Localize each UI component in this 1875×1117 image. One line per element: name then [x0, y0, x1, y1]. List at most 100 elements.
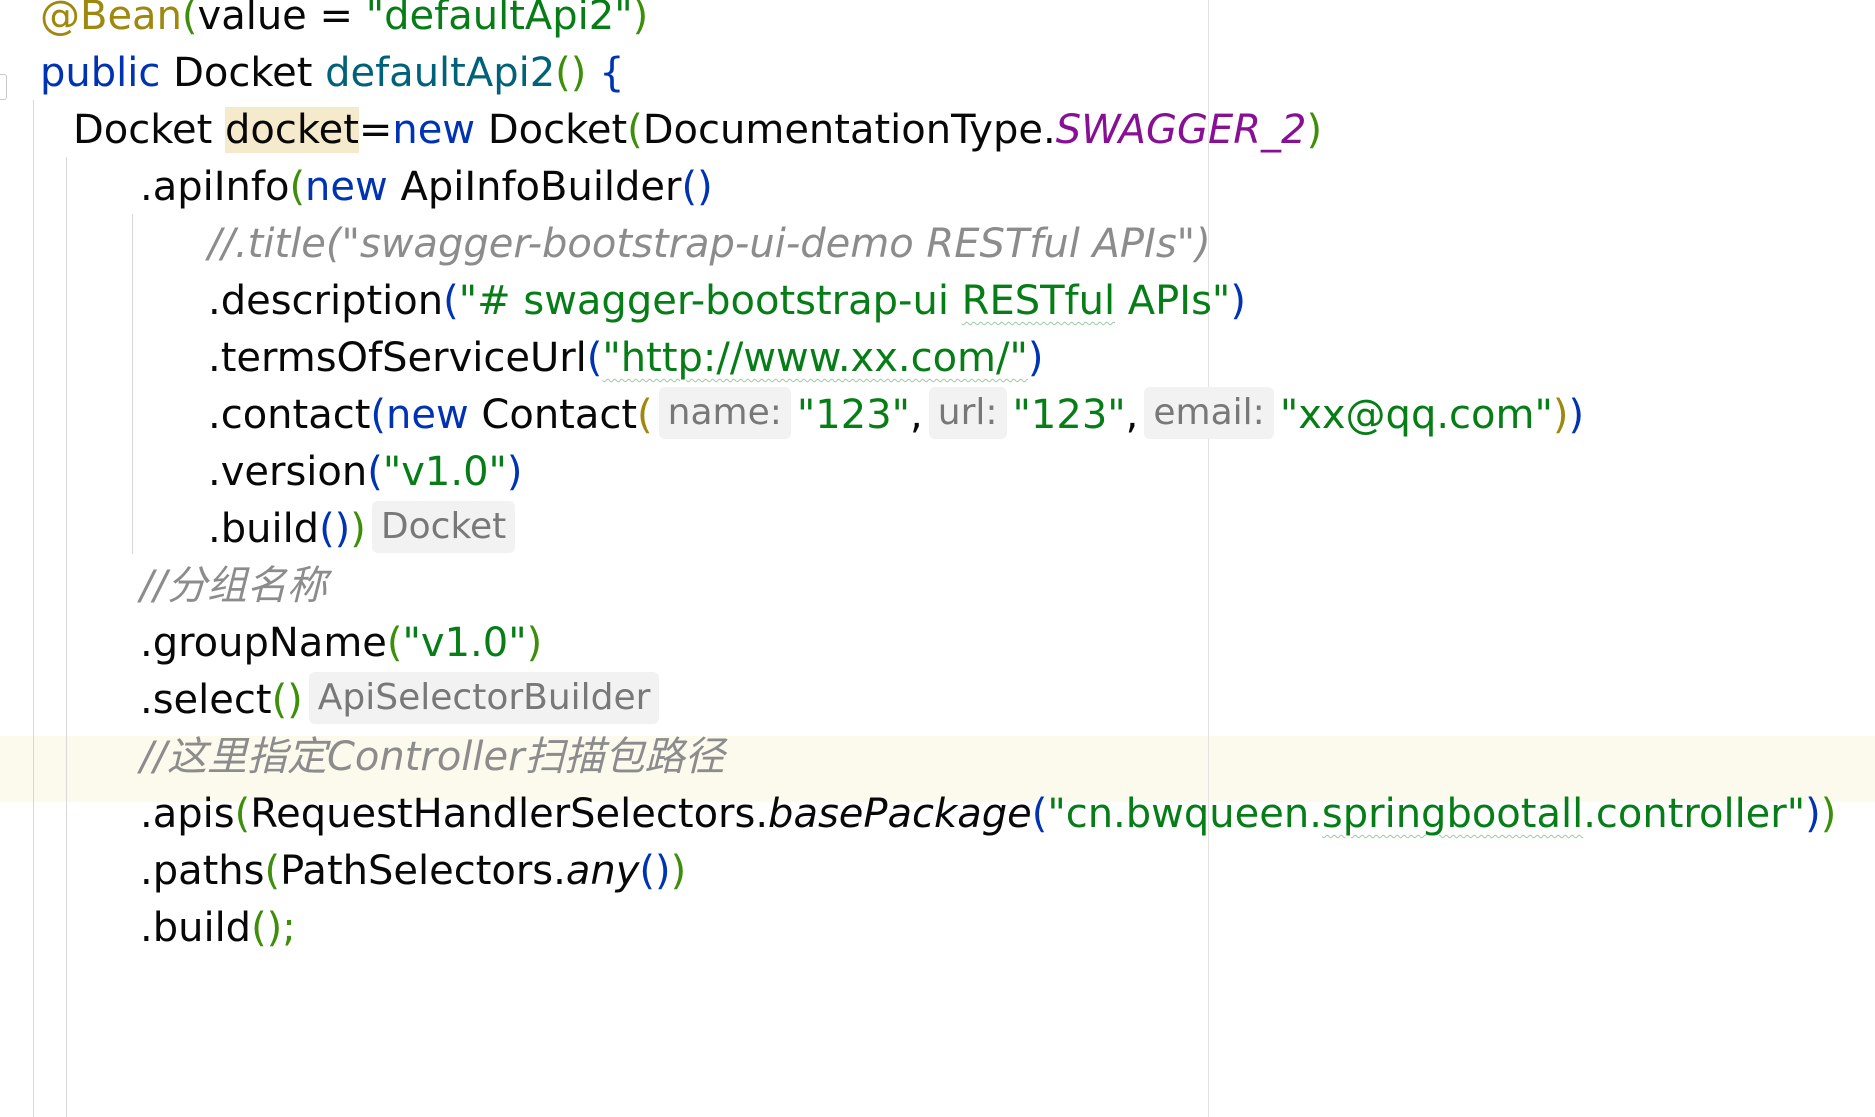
- method-call-token: .select: [140, 677, 272, 723]
- paren-token: ): [1805, 791, 1821, 837]
- indent-guide-level-1: [33, 100, 34, 1117]
- code-line-terms-of-service[interactable]: .termsOfServiceUrl("http://www.xx.com/"): [208, 324, 1044, 392]
- code-line-paths[interactable]: .paths(PathSelectors.any()): [140, 837, 686, 905]
- method-call-token: .build: [208, 506, 320, 552]
- paren-token: ): [1027, 335, 1044, 381]
- method-call-token: .groupName: [140, 620, 387, 666]
- variable-docket-token[interactable]: docket: [225, 107, 359, 153]
- constructor-token: ApiInfoBuilder: [400, 164, 682, 210]
- code-line-group-name[interactable]: .groupName("v1.0"): [140, 609, 542, 677]
- paren-token: (: [234, 791, 251, 837]
- paren-token: (: [386, 620, 403, 666]
- string-token: "v1.0": [402, 620, 527, 666]
- string-token: .controller": [1583, 791, 1806, 837]
- static-method-token: any: [565, 848, 640, 894]
- string-token: "xx@qq.com": [1279, 392, 1553, 438]
- inlay-hint-return-type: Docket: [371, 501, 516, 553]
- paren-token: (: [627, 107, 643, 153]
- paren-token: ();: [251, 905, 296, 951]
- string-token: "# swagger-bootstrap-ui: [458, 278, 962, 324]
- paren-token: (): [555, 50, 587, 96]
- code-line-description[interactable]: .description("# swagger-bootstrap-ui RES…: [208, 267, 1246, 335]
- fold-marker-icon[interactable]: [0, 74, 7, 100]
- code-line-comment-controller[interactable]: //这里指定Controller扫描包路径: [140, 723, 725, 791]
- method-call-token: .apiInfo: [140, 164, 290, 210]
- code-line-apiinfo[interactable]: .apiInfo(new ApiInfoBuilder(): [140, 153, 713, 221]
- inlay-hint-url: url:: [928, 387, 1007, 439]
- paren-token: (: [1031, 791, 1048, 837]
- code-line-contact[interactable]: .contact(new Contact(name:"123",url:"123…: [208, 381, 1584, 449]
- code-line-apis[interactable]: .apis(RequestHandlerSelectors.basePackag…: [140, 780, 1836, 848]
- paren-token: (: [289, 164, 306, 210]
- indent-guide-level-2: [66, 157, 67, 1117]
- keyword-token: public: [40, 50, 161, 96]
- comma-token: ,: [910, 392, 923, 438]
- paren-token: (: [367, 449, 383, 495]
- code-line-version[interactable]: .version("v1.0"): [208, 438, 523, 506]
- constructor-token: Docket: [487, 107, 628, 153]
- paren-token: (: [443, 278, 459, 324]
- code-line-docket-declaration[interactable]: Docket docket=new Docket(DocumentationTy…: [73, 96, 1322, 164]
- inlay-hint-name: name:: [658, 387, 791, 439]
- operator-token: =: [306, 0, 366, 39]
- code-line-build-final[interactable]: .build();: [140, 894, 296, 962]
- comment-token: //分组名称: [140, 563, 327, 609]
- paren-token: (): [319, 506, 351, 552]
- keyword-token: new: [392, 107, 476, 153]
- type-token: Docket: [73, 107, 213, 153]
- paren-token: ): [1306, 107, 1323, 153]
- paren-token: ): [632, 0, 649, 39]
- method-call-token: .build: [140, 905, 252, 951]
- paren-token: ): [1820, 791, 1837, 837]
- code-line-comment-title[interactable]: //.title("swagger-bootstrap-ui-demo REST…: [208, 210, 1211, 278]
- paren-token: ): [506, 449, 523, 495]
- inlay-hint-return-type: ApiSelectorBuilder: [308, 672, 660, 724]
- method-call-token: .termsOfServiceUrl: [208, 335, 587, 381]
- keyword-token: new: [386, 392, 469, 438]
- string-token: APIs": [1115, 278, 1231, 324]
- method-call-token: .apis: [140, 791, 235, 837]
- paren-token: (): [681, 164, 713, 210]
- paren-token: (): [639, 848, 671, 894]
- comma-token: ,: [1125, 392, 1139, 438]
- comment-token: //.title("swagger-bootstrap-ui-demo REST…: [208, 221, 1211, 267]
- annotation-token: @Bean: [40, 0, 182, 39]
- constructor-token: Contact: [481, 392, 638, 438]
- constant-token: SWAGGER_2: [1055, 107, 1307, 153]
- paren-token: ): [526, 620, 543, 666]
- paren-token: (: [264, 848, 281, 894]
- string-typo-token: springbootall: [1321, 791, 1584, 837]
- string-token: "defaultApi2": [365, 0, 633, 39]
- comment-token: //这里指定Controller扫描包路径: [140, 734, 725, 780]
- code-line-annotation[interactable]: @Bean(value = "defaultApi2"): [40, 0, 648, 50]
- code-line-select[interactable]: .select()ApiSelectorBuilder: [140, 666, 665, 734]
- string-token: "cn.bwqueen.: [1047, 791, 1322, 837]
- method-name-token: defaultApi2: [325, 50, 556, 96]
- code-line-build-apiinfo[interactable]: .build())Docket: [208, 495, 521, 563]
- code-line-comment-group[interactable]: //分组名称: [140, 552, 327, 620]
- method-call-token: .description: [208, 278, 444, 324]
- code-line-method-declaration[interactable]: public Docket defaultApi2() {: [40, 39, 625, 107]
- string-token: "v1.0": [382, 449, 507, 495]
- method-call-token: .version: [208, 449, 368, 495]
- static-method-token: basePackage: [768, 791, 1032, 837]
- current-line-highlight: [0, 736, 1875, 802]
- paren-token: ): [350, 506, 366, 552]
- string-token: "123": [1012, 392, 1126, 438]
- inlay-hint-email: email:: [1144, 387, 1274, 439]
- indent-guide-level-3: [132, 214, 133, 554]
- right-margin-guide: [1208, 0, 1209, 1117]
- keyword-token: new: [305, 164, 388, 210]
- class-token: RequestHandlerSelectors.: [250, 791, 769, 837]
- string-typo-token: RESTful: [961, 278, 1116, 324]
- class-token: PathSelectors.: [280, 848, 566, 894]
- operator-token: =: [358, 107, 393, 153]
- paren-token: (: [181, 0, 198, 39]
- paren-token: (: [370, 392, 387, 438]
- method-call-token: .contact: [208, 392, 371, 438]
- string-token: "123": [796, 392, 911, 438]
- paren-token: ): [1568, 392, 1585, 438]
- identifier-token: value: [197, 0, 307, 39]
- string-url-token: "http://www.xx.com/": [602, 335, 1028, 381]
